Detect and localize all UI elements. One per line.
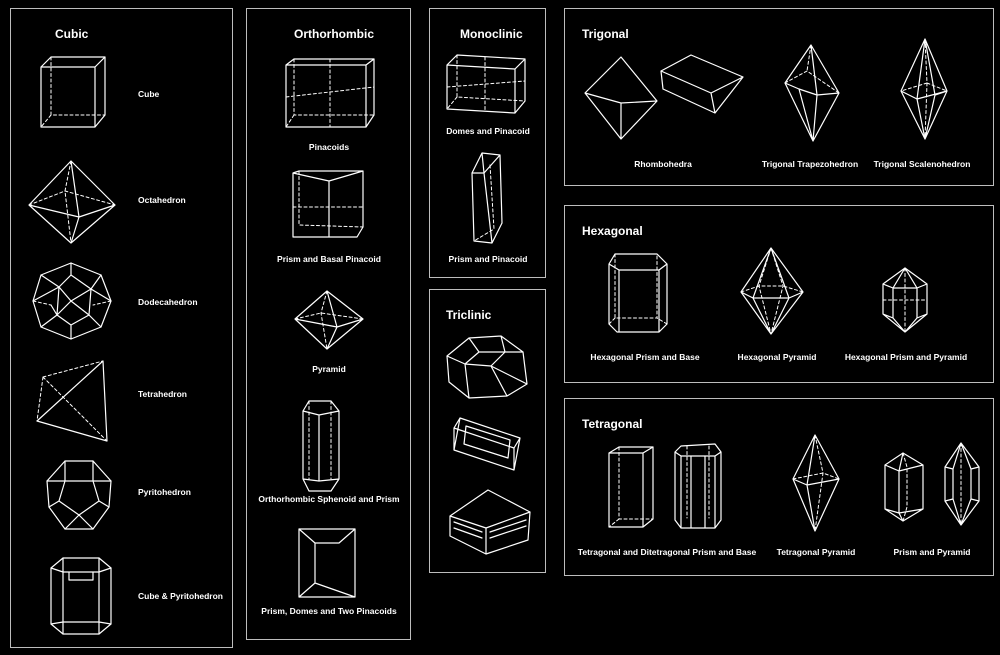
octahedron-crystal-icon [28,160,116,244]
trigonal-trapezohedron-icon [784,44,840,142]
rhombohedron-1-icon [584,56,658,140]
label-cube: Cube [138,89,160,99]
hexagonal-prism-pyramid-icon [882,267,928,333]
label-rhombohedra: Rhombohedra [634,159,692,169]
label-prism-domes-pinacoids: Prism, Domes and Two Pinacoids [261,606,397,616]
panel-tetragonal: Tetragonal Tetragonal and Ditetragonal P… [564,398,994,576]
label-domes-pinacoid: Domes and Pinacoid [446,126,530,136]
label-octahedron: Octahedron [138,195,186,205]
panel-title-hexagonal: Hexagonal [582,224,643,238]
triclinic-crystal-1-icon [446,335,528,399]
trigonal-scalenohedron-icon [900,38,948,140]
tetrahedron-crystal-icon [36,360,108,442]
panel-monoclinic: Monoclinic Domes and Pinacoid Prism and … [429,8,546,278]
label-hexagonal-prism-base: Hexagonal Prism and Base [590,352,700,362]
panel-title-orthorhombic: Orthorhombic [294,27,374,41]
label-prism-pinacoid: Prism and Pinacoid [448,254,528,264]
ditetragonal-prism-base-icon [674,443,722,529]
pyritohedron-crystal-icon [46,460,112,530]
domes-pinacoid-crystal-icon [446,54,526,114]
panel-title-trigonal: Trigonal [582,27,629,41]
rhombohedron-2-icon [660,54,744,114]
label-dodecahedron: Dodecahedron [138,297,198,307]
label-tetragonal-ditetragonal: Tetragonal and Ditetragonal Prism and Ba… [577,547,757,557]
prism-basal-pinacoid-crystal-icon [292,170,364,238]
panel-title-monoclinic: Monoclinic [460,27,523,41]
panel-title-tetragonal: Tetragonal [582,417,643,431]
label-pinacoids: Pinacoids [308,142,350,152]
dodecahedron-crystal-icon [32,262,112,340]
cube-crystal-icon [40,56,106,128]
label-trigonal-trapezohedron: Trigonal Trapezohedron [761,159,859,169]
label-hexagonal-prism-pyramid: Hexagonal Prism and Pyramid [844,352,968,362]
prism-domes-pinacoids-crystal-icon [298,528,356,598]
label-sphenoid-prism: Orthorhombic Sphenoid and Prism [258,494,400,504]
panel-hexagonal: Hexagonal Hexagonal Prism and Base Hexag… [564,205,994,383]
panel-trigonal: Trigonal Rhombohedra Trigonal Trapezohed… [564,8,994,186]
pyramid-crystal-icon [294,290,364,350]
panel-orthorhombic: Orthorhombic Pinacoids Prism and Basal P… [246,8,411,640]
tetragonal-prism-base-icon [608,446,654,528]
hexagonal-pyramid-icon [740,247,804,335]
tetragonal-prism-pyramid-1-icon [884,452,924,522]
panel-title-cubic: Cubic [55,27,89,41]
label-trigonal-scalenohedron: Trigonal Scalenohedron [873,159,971,169]
triclinic-crystal-3-icon [449,489,531,555]
label-pyritohedron: Pyritohedron [138,487,191,497]
prism-pinacoid-crystal-icon [471,152,503,244]
tetragonal-prism-pyramid-2-icon [944,442,980,526]
cube-pyritohedron-crystal-icon [50,557,112,635]
sphenoid-prism-crystal-icon [302,400,340,492]
panel-triclinic: Triclinic [429,289,546,573]
label-tetragonal-prism-pyramid: Prism and Pyramid [893,547,971,557]
triclinic-crystal-2-icon [453,417,521,471]
label-tetrahedron: Tetrahedron [138,389,187,399]
tetragonal-pyramid-icon [792,434,840,532]
panel-cubic: Cubic Cube Octahedron Dodecahedron Tetra… [10,8,233,648]
label-hexagonal-pyramid: Hexagonal Pyramid [737,352,817,362]
label-pyramid: Pyramid [312,364,346,374]
label-tetragonal-pyramid: Tetragonal Pyramid [776,547,856,557]
hexagonal-prism-base-icon [608,253,668,333]
label-prism-basal-pinacoid: Prism and Basal Pinacoid [277,254,381,264]
panel-title-triclinic: Triclinic [446,308,492,322]
pinacoids-crystal-icon [285,58,375,128]
label-cube-pyritohedron: Cube & Pyritohedron [138,591,224,601]
